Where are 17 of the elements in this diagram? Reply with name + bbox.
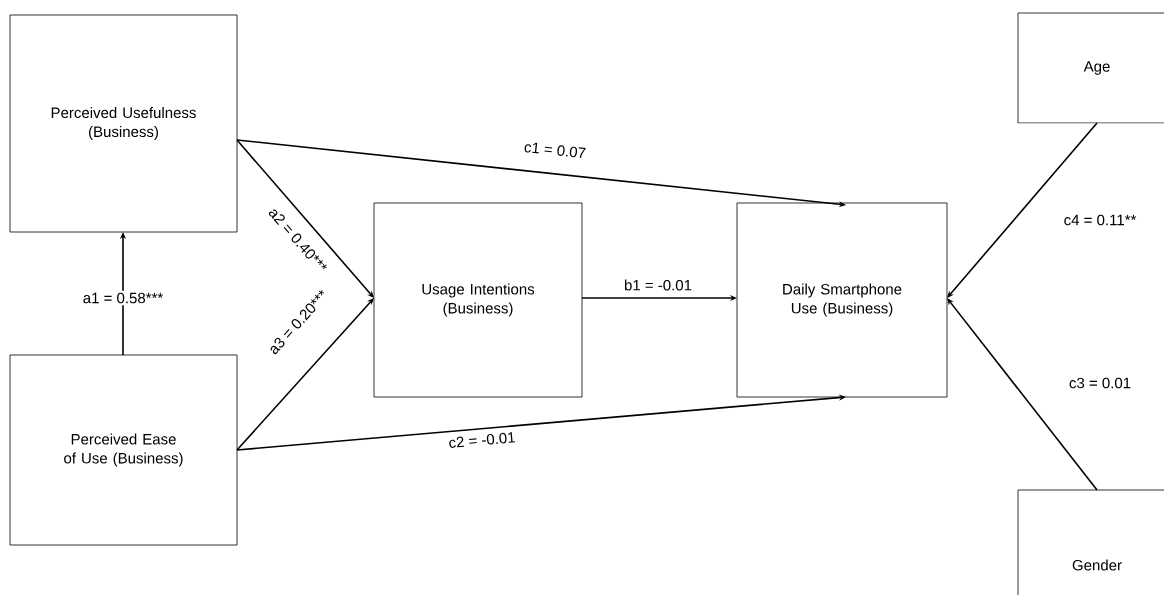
variable-box: Usage Intentions (Business) — [373, 202, 583, 398]
edge-label: c1 = 0.07 — [524, 142, 586, 158]
variable-box: Daily Smartphone Use (Business) — [736, 202, 948, 398]
edge-label: a1 = 0.58*** — [80, 290, 166, 306]
arrow — [947, 298, 1098, 491]
variable-box: Perceived Ease of Use (Business) — [9, 354, 238, 546]
arrow — [236, 139, 374, 298]
variable-box: Gender — [1017, 489, 1164, 595]
edge-label: c2 = -0.01 — [449, 432, 516, 448]
edge-label: b1 = -0.01 — [625, 279, 692, 291]
edge-label: c4 = 0.11** — [1064, 214, 1137, 226]
variable-box: Age — [1017, 12, 1164, 124]
arrow — [236, 298, 374, 451]
arrow — [947, 122, 1098, 298]
variable-box: Perceived Usefulness (Business) — [9, 14, 238, 233]
arrow — [236, 394, 846, 451]
edge-label: c3 = 0.01 — [1069, 377, 1131, 389]
